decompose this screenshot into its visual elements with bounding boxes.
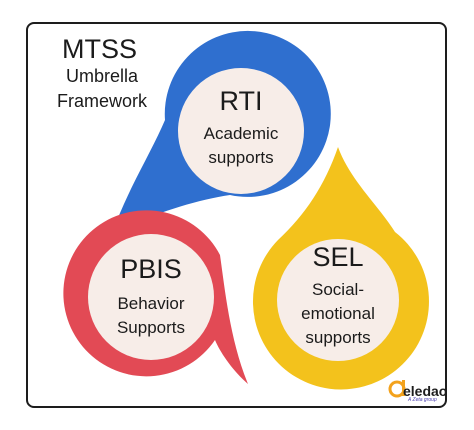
diagram-frame: [26, 22, 447, 408]
logo-tagline: A Zeta group: [408, 397, 437, 403]
pbis-node: [63, 210, 248, 384]
rti-desc-line-1: Academic: [203, 124, 279, 143]
sel-desc-line-1: Social-: [312, 280, 364, 299]
rti-inner-circle: [178, 68, 304, 194]
pbis-desc-line-2: Supports: [116, 318, 186, 337]
pbis-label: PBIS: [120, 254, 182, 284]
sel-desc-line-3: supports: [305, 328, 371, 347]
rti-desc-line-2: supports: [208, 148, 274, 167]
pbis-inner-circle: [88, 234, 214, 360]
sel-label: SEL: [312, 242, 364, 272]
pbis-desc-line-1: Behavior: [117, 294, 185, 313]
rti-node: [112, 30, 331, 234]
logo-mark-icon: [388, 380, 406, 398]
title-line-3: Framework: [56, 91, 147, 111]
sel-inner-circle: [277, 239, 399, 361]
sel-node: [252, 147, 429, 390]
rti-label: RTI: [219, 86, 263, 116]
title-line-2: Umbrella: [65, 66, 139, 86]
title-line-1: MTSS: [62, 34, 138, 64]
logo-text: eledao: [403, 383, 448, 399]
sel-desc-line-2: emotional: [301, 304, 375, 323]
